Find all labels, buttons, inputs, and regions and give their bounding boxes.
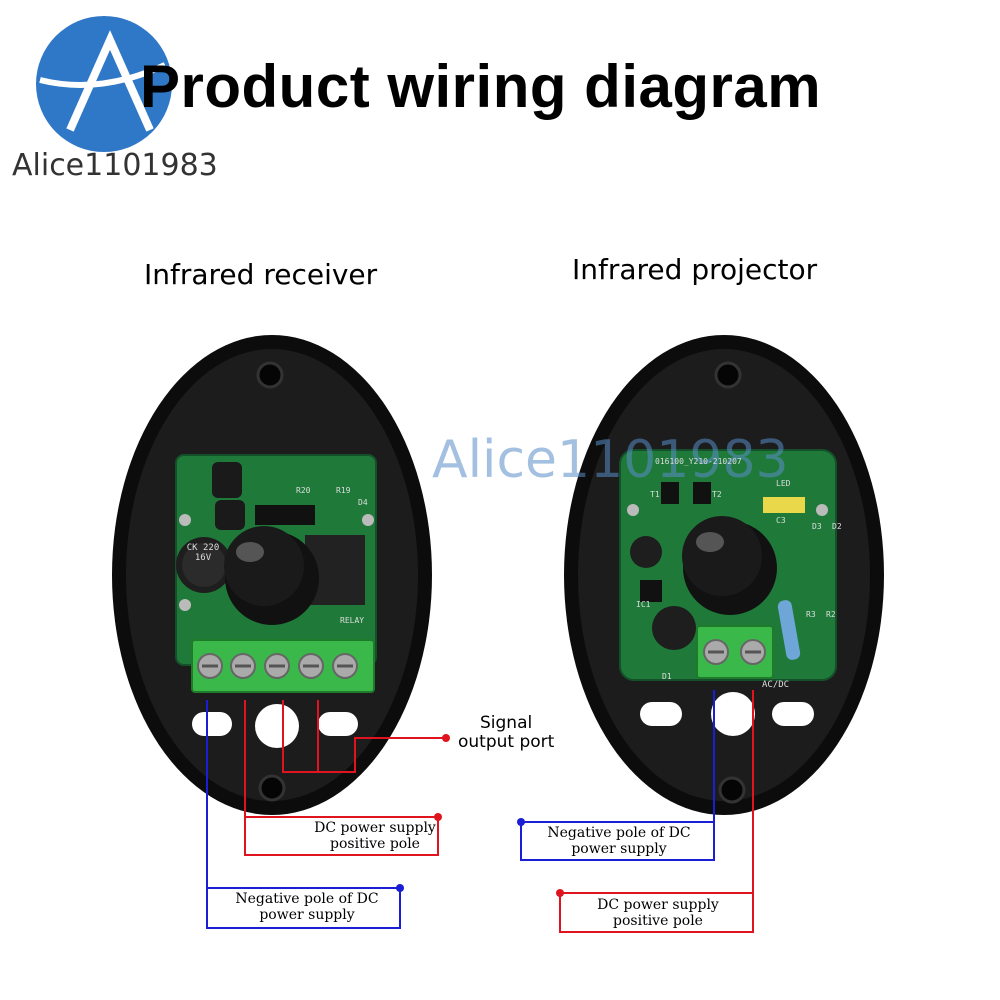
infrared-projector-device [564,335,884,815]
projector-d1-marking: D1 [662,672,672,681]
signal-output-label: Signal output port [458,713,555,752]
projector-r3-marking: R3 [806,610,816,619]
projector-heading: Infrared projector [572,253,818,286]
projector-led-marking: LED [776,479,791,488]
projector-d3-marking: D3 [812,522,822,531]
projector-t1-marking: T1 [650,490,660,499]
projector-dc-positive-label: DC power supply positive pole [597,897,719,929]
projector-dc-negative-label: Negative pole of DC power supply [547,825,691,857]
projector-c3-marking: C3 [776,516,786,525]
receiver-heading: Infrared receiver [144,258,378,291]
projector-wires [517,690,754,933]
projector-ic1-marking: IC1 [636,600,651,609]
receiver-capacitor-marking: CK 220 16V [186,543,220,563]
receiver-dc-positive-label: DC power supply positive pole [314,820,436,852]
brand-logo [36,16,172,152]
receiver-r20-marking: R20 [296,486,311,495]
brand-name: Alice1101983 [12,148,218,183]
projector-board-id-marking: 016100_Y210-210207 [655,457,742,466]
projector-acdc-marking: AC/DC [762,680,790,690]
receiver-r19-marking: R19 [336,486,351,495]
projector-t2-marking: T2 [712,490,722,499]
receiver-relay-marking: RELAY [340,616,365,625]
receiver-dc-negative-label: Negative pole of DC power supply [235,891,379,923]
infrared-receiver-device [112,335,432,815]
watermark-text: Alice1101983 [432,430,789,490]
receiver-d4-marking: D4 [358,498,368,507]
projector-r2-marking: R2 [826,610,836,619]
projector-d2-marking: D2 [832,522,842,531]
page-title: Product wiring diagram [140,53,822,120]
receiver-wires [206,700,450,929]
